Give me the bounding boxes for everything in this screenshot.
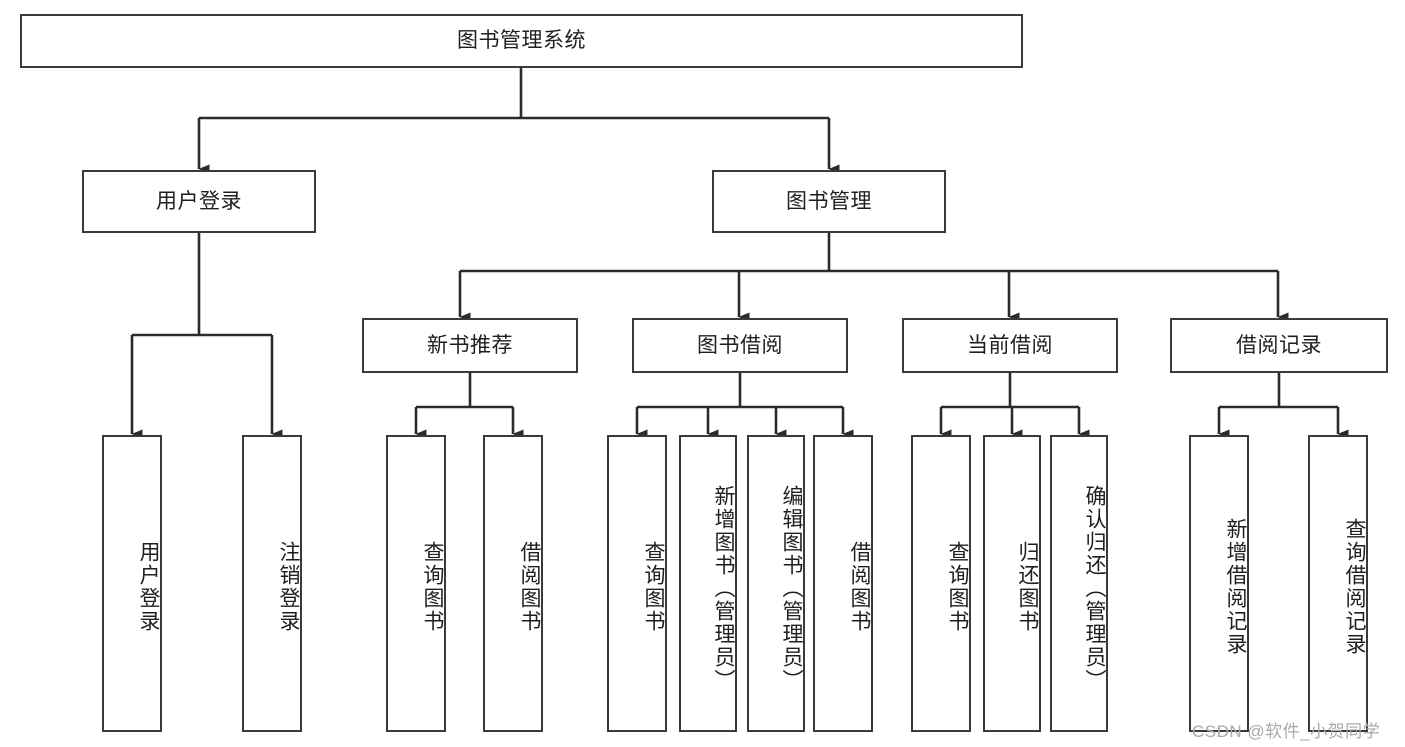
node-label: 编辑图书（管理员） — [780, 485, 803, 692]
node-label: 用户登录 — [137, 540, 160, 633]
node-root[interactable]: 图书管理系统 — [20, 14, 1023, 68]
node-leaf-return-book[interactable]: 归还图书 — [983, 435, 1041, 732]
node-leaf-add-book[interactable]: 新增图书（管理员） — [679, 435, 737, 732]
node-leaf-borrow-book[interactable]: 借阅图书 — [813, 435, 873, 732]
node-label: 新书推荐 — [427, 333, 513, 357]
node-label: 图书借阅 — [697, 333, 783, 357]
node-label: 借阅图书 — [848, 540, 871, 633]
node-leaf-query-book-current[interactable]: 查询图书 — [911, 435, 971, 732]
node-label: 借阅记录 — [1236, 333, 1322, 357]
node-leaf-add-borrow-record[interactable]: 新增借阅记录 — [1189, 435, 1249, 732]
node-leaf-query-book-borrow[interactable]: 查询图书 — [607, 435, 667, 732]
node-leaf-borrow-book-rec[interactable]: 借阅图书 — [483, 435, 543, 732]
node-new-book-recommend[interactable]: 新书推荐 — [362, 318, 578, 373]
node-leaf-edit-book[interactable]: 编辑图书（管理员） — [747, 435, 805, 732]
node-borrow-record[interactable]: 借阅记录 — [1170, 318, 1388, 373]
node-leaf-user-login[interactable]: 用户登录 — [102, 435, 162, 732]
node-label: 借阅图书 — [518, 540, 541, 633]
node-label: 查询图书 — [642, 540, 665, 633]
node-current-borrow[interactable]: 当前借阅 — [902, 318, 1118, 373]
node-label: 查询图书 — [946, 540, 969, 633]
watermark-label: CSDN @软件_小贺同学 — [1192, 722, 1381, 741]
node-label: 查询图书 — [421, 540, 444, 633]
node-label: 图书管理系统 — [457, 29, 586, 53]
node-book-manage[interactable]: 图书管理 — [712, 170, 946, 233]
node-label: 归还图书 — [1016, 540, 1039, 633]
node-leaf-query-borrow-record[interactable]: 查询借阅记录 — [1308, 435, 1368, 732]
node-label: 新增借阅记录 — [1224, 517, 1247, 656]
node-book-borrow[interactable]: 图书借阅 — [632, 318, 848, 373]
node-leaf-confirm-return[interactable]: 确认归还（管理员） — [1050, 435, 1108, 732]
node-label: 用户登录 — [156, 189, 242, 213]
node-user-login[interactable]: 用户登录 — [82, 170, 316, 233]
node-label: 注销登录 — [277, 540, 300, 633]
node-label: 当前借阅 — [967, 333, 1053, 357]
node-leaf-query-book-rec[interactable]: 查询图书 — [386, 435, 446, 732]
connector-lines — [130, 68, 1349, 439]
node-label: 图书管理 — [786, 189, 872, 213]
node-label: 查询借阅记录 — [1343, 517, 1366, 656]
node-label: 确认归还（管理员） — [1083, 485, 1106, 692]
node-leaf-user-logout[interactable]: 注销登录 — [242, 435, 302, 732]
node-label: 新增图书（管理员） — [712, 485, 735, 692]
